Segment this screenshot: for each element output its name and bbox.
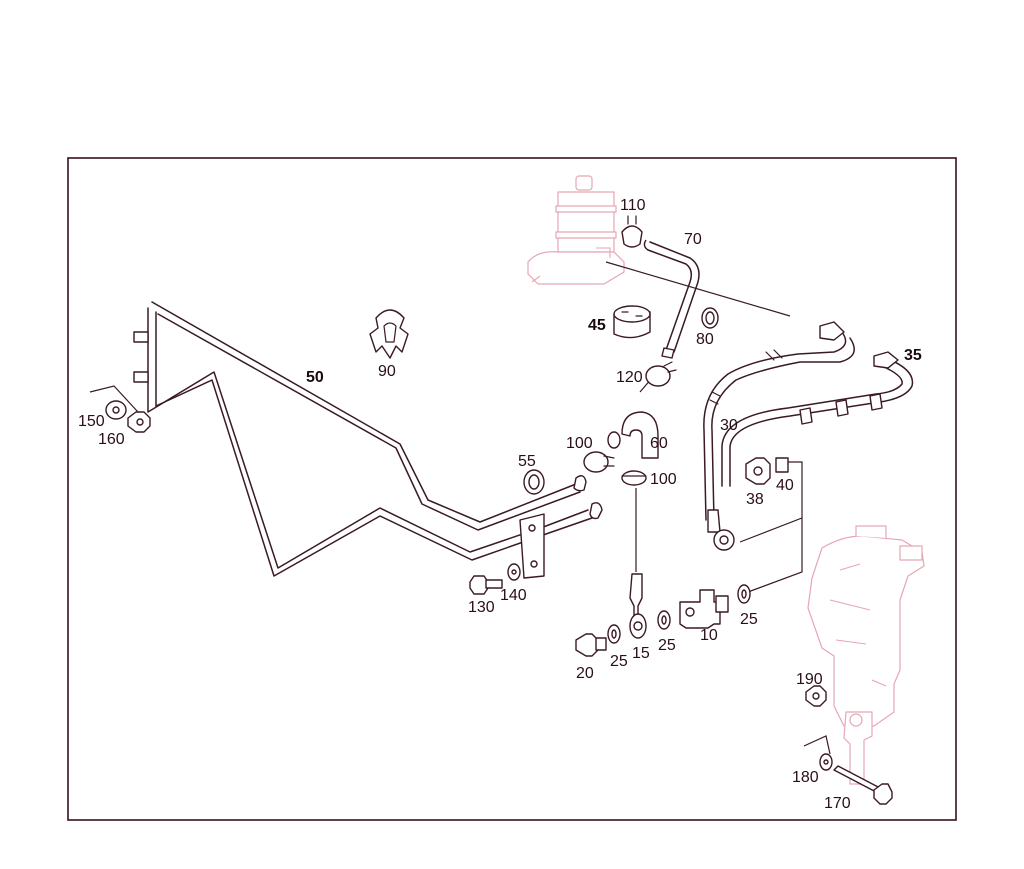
callout-25-c: 25 [740, 611, 758, 628]
part-25-washer-a [607, 624, 621, 644]
part-170-bolt [833, 765, 893, 805]
callout-190: 190 [796, 671, 823, 688]
part-25-washer-b [657, 610, 671, 630]
part-50-pipe-assembly [133, 301, 603, 579]
part-30-hose [703, 321, 855, 551]
reservoir-ghost [527, 175, 625, 285]
callout-180: 180 [792, 769, 819, 786]
callout-120: 120 [616, 369, 643, 386]
part-60-elbow [607, 411, 659, 459]
diagram-frame [67, 157, 957, 821]
part-45-mount [613, 305, 651, 339]
callout-20: 20 [576, 665, 594, 682]
callout-55: 55 [518, 453, 536, 470]
callout-100-right: 100 [650, 471, 677, 488]
callout-35: 35 [904, 347, 922, 364]
part-20-bolt [575, 633, 607, 657]
part-100-clamp-right [621, 470, 647, 486]
part-80-grommet [701, 307, 719, 329]
part-35-hose [721, 351, 914, 487]
callout-150: 150 [78, 413, 105, 430]
part-90-clip [369, 309, 409, 359]
callout-110: 110 [620, 197, 646, 214]
part-150-washer [105, 400, 127, 420]
part-70-hose [643, 239, 700, 359]
part-180-washer [819, 753, 833, 771]
part-120-clamp [645, 361, 677, 387]
part-40-cap [775, 457, 789, 473]
callout-45: 45 [588, 317, 606, 334]
part-100-clamp-left [583, 451, 615, 473]
callout-170: 170 [824, 795, 851, 812]
part-25-washer-c [737, 584, 751, 604]
callout-labels: 50 90 150 160 55 130 140 110 70 45 80 12… [78, 197, 922, 812]
part-38-fitting [745, 457, 771, 485]
part-10-tee-fitting [679, 589, 729, 629]
callout-160: 160 [98, 431, 125, 448]
leader-lines [89, 261, 831, 755]
callout-50: 50 [306, 369, 324, 386]
steering-gear-ghost [807, 525, 925, 785]
part-190-nut [805, 685, 827, 707]
part-160-nut [127, 411, 151, 433]
callout-25-a: 25 [610, 653, 628, 670]
callout-140: 140 [500, 587, 527, 604]
part-130-bolt [469, 575, 503, 595]
callout-15: 15 [632, 645, 650, 662]
part-110-clamp [621, 215, 643, 248]
part-15-banjo [629, 573, 647, 639]
callout-30: 30 [720, 417, 738, 434]
callout-130: 130 [468, 599, 495, 616]
callout-100-left: 100 [566, 435, 593, 452]
part-140-washer [507, 563, 521, 581]
callout-60: 60 [650, 435, 668, 452]
callout-90: 90 [378, 363, 396, 380]
callout-10: 10 [700, 627, 718, 644]
part-55-grommet [523, 469, 545, 495]
callout-80: 80 [696, 331, 714, 348]
callout-40: 40 [776, 477, 794, 494]
callout-70: 70 [684, 231, 702, 248]
callout-25-b: 25 [658, 637, 676, 654]
callout-38: 38 [746, 491, 764, 508]
